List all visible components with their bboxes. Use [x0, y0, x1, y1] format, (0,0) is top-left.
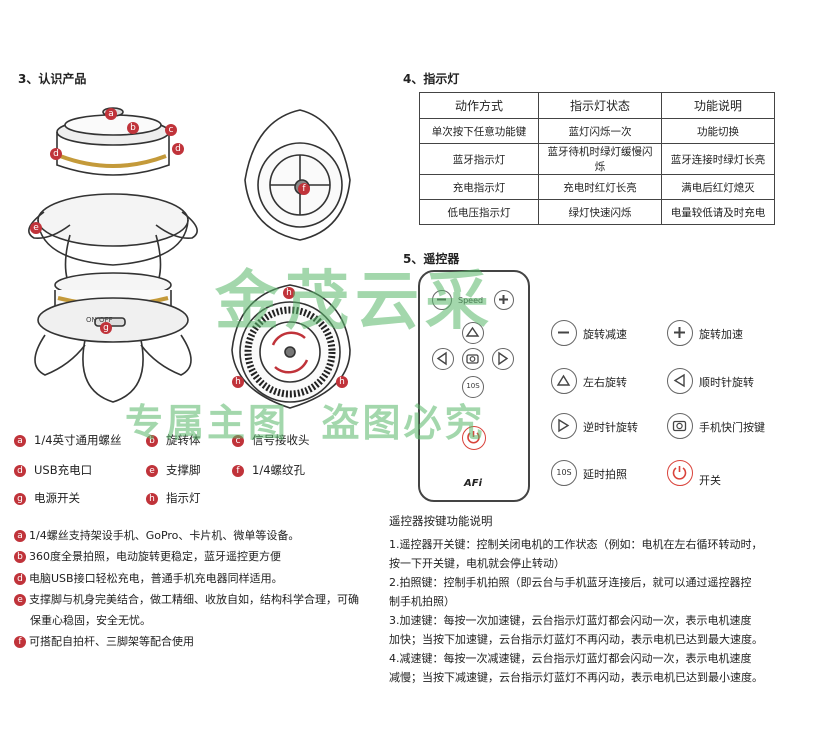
table-cell: 单次按下任意功能键 — [419, 118, 539, 144]
table-header: 功能说明 — [661, 92, 775, 119]
callout-g: g — [100, 322, 112, 334]
table-header: 指示灯状态 — [538, 92, 662, 119]
remote-key-label: 手机快门按键 — [699, 421, 765, 434]
feature-item-continued: 保重心稳固，安全无忧。 — [30, 614, 151, 627]
table-header-row: 动作方式 指示灯状态 功能说明 — [419, 92, 775, 119]
clockwise-icon — [667, 368, 693, 394]
table-cell: 功能切换 — [661, 118, 775, 144]
remote-key-label: 旋转减速 — [583, 328, 627, 341]
product-illustrations — [28, 107, 351, 409]
callout-h-left: h — [232, 376, 244, 388]
plus-icon — [499, 295, 508, 304]
table-row: 单次按下任意功能键 蓝灯闪烁一次 功能切换 — [419, 118, 775, 144]
remote-key-label: 延时拍照 — [583, 468, 627, 481]
power-button[interactable] — [462, 426, 486, 450]
note-line: 4.减速键：每按一次减速键，云台指示灯蓝灯都会闪动一次，表示电机速度 — [389, 652, 752, 665]
note-line: 减慢；当按下减速键，云台指示灯蓝灯不再闪动，表示电机已达到最小速度。 — [389, 671, 763, 684]
speed-label: Speed — [458, 296, 484, 305]
table-cell: 蓝牙连接时绿灯长亮 — [661, 143, 775, 175]
product-top-view — [244, 109, 351, 241]
timer-icon: 10S — [551, 460, 577, 486]
callout-e: e — [30, 222, 42, 234]
callout-d-2: d — [172, 143, 184, 155]
remote-key-label: 开关 — [699, 474, 721, 487]
note-line: 制手机拍照） — [389, 595, 455, 608]
table-cell: 充电指示灯 — [419, 174, 539, 200]
rotate-button[interactable] — [462, 322, 484, 344]
speed-up-button[interactable] — [494, 290, 514, 310]
power-switch-label: ON OFF — [86, 316, 113, 324]
callout-h-right: h — [336, 376, 348, 388]
callout-f: f — [298, 183, 310, 195]
callout-c: c — [165, 124, 177, 136]
product-bottom-view — [231, 284, 351, 409]
table-cell: 满电后红灯熄灭 — [661, 174, 775, 200]
shutter-icon — [667, 413, 693, 439]
note-line: 加快；当按下加速键，云台指示灯蓝灯不再闪动，表示电机已达到最大速度。 — [389, 633, 763, 646]
section-5-title: 5、遥控器 — [403, 252, 460, 266]
clockwise-button[interactable] — [492, 348, 514, 370]
table-cell: 低电压指示灯 — [419, 199, 539, 225]
remote-key-label: 逆时针旋转 — [583, 421, 638, 434]
plus-icon — [667, 320, 693, 346]
table-cell: 蓝牙指示灯 — [419, 143, 539, 175]
counterclockwise-button[interactable] — [432, 348, 454, 370]
indicator-table: 动作方式 指示灯状态 功能说明 单次按下任意功能键 蓝灯闪烁一次 功能切换 蓝牙… — [419, 92, 775, 225]
delay-button[interactable]: 10S — [462, 376, 484, 398]
minus-icon — [551, 320, 577, 346]
brand-logo: AFi — [464, 478, 482, 489]
callout-h-top: h — [283, 287, 295, 299]
table-cell: 蓝灯闪烁一次 — [538, 118, 662, 144]
note-line: 按一下开关键，电机就会停止转动） — [389, 557, 565, 570]
product-side-view-bottom — [34, 272, 192, 403]
remote-key-label: 左右旋转 — [583, 376, 627, 389]
section-3-title: 3、认识产品 — [18, 72, 87, 86]
camera-icon — [466, 354, 479, 364]
remote-key-label: 顺时针旋转 — [699, 376, 754, 389]
speed-down-button[interactable] — [432, 290, 452, 310]
table-row: 低电压指示灯 绿灯快速闪烁 电量较低请及时充电 — [419, 199, 775, 225]
table-row: 蓝牙指示灯 蓝牙待机时绿灯缓慢闪烁 蓝牙连接时绿灯长亮 — [419, 143, 775, 175]
table-cell: 蓝牙待机时绿灯缓慢闪烁 — [538, 143, 662, 175]
table-header: 动作方式 — [419, 92, 539, 119]
callout-b: b — [127, 122, 139, 134]
note-line: 2.拍照键：控制手机拍照（即云台与手机蓝牙连接后，就可以通过遥控器控 — [389, 576, 752, 589]
left-arrow-icon — [436, 351, 447, 366]
right-arrow-icon — [498, 351, 509, 366]
note-line: 1.遥控器开关键：控制关闭电机的工作状态（例如：电机在左右循环转动时， — [389, 538, 763, 551]
remote-control: Speed 10S AFi — [418, 270, 530, 502]
power-icon — [667, 460, 693, 486]
power-icon — [467, 431, 480, 444]
notes-title: 遥控器按键功能说明 — [389, 514, 493, 528]
minus-icon — [437, 298, 446, 301]
callout-d: d — [50, 148, 62, 160]
table-row: 充电指示灯 充电时红灯长亮 满电后红灯熄灭 — [419, 174, 775, 200]
note-line: 3.加速键：每按一次加速键，云台指示灯蓝灯都会闪动一次，表示电机速度 — [389, 614, 752, 627]
up-arrow-icon — [465, 326, 480, 337]
shutter-button[interactable] — [462, 348, 484, 370]
section-4-title: 4、指示灯 — [403, 72, 460, 86]
table-cell: 充电时红灯长亮 — [538, 174, 662, 200]
table-cell: 电量较低请及时充电 — [661, 199, 775, 225]
table-cell: 绿灯快速闪烁 — [538, 199, 662, 225]
counterclockwise-icon — [551, 413, 577, 439]
callout-a: a — [105, 108, 117, 120]
rotate-icon — [551, 368, 577, 394]
remote-key-label: 旋转加速 — [699, 328, 743, 341]
